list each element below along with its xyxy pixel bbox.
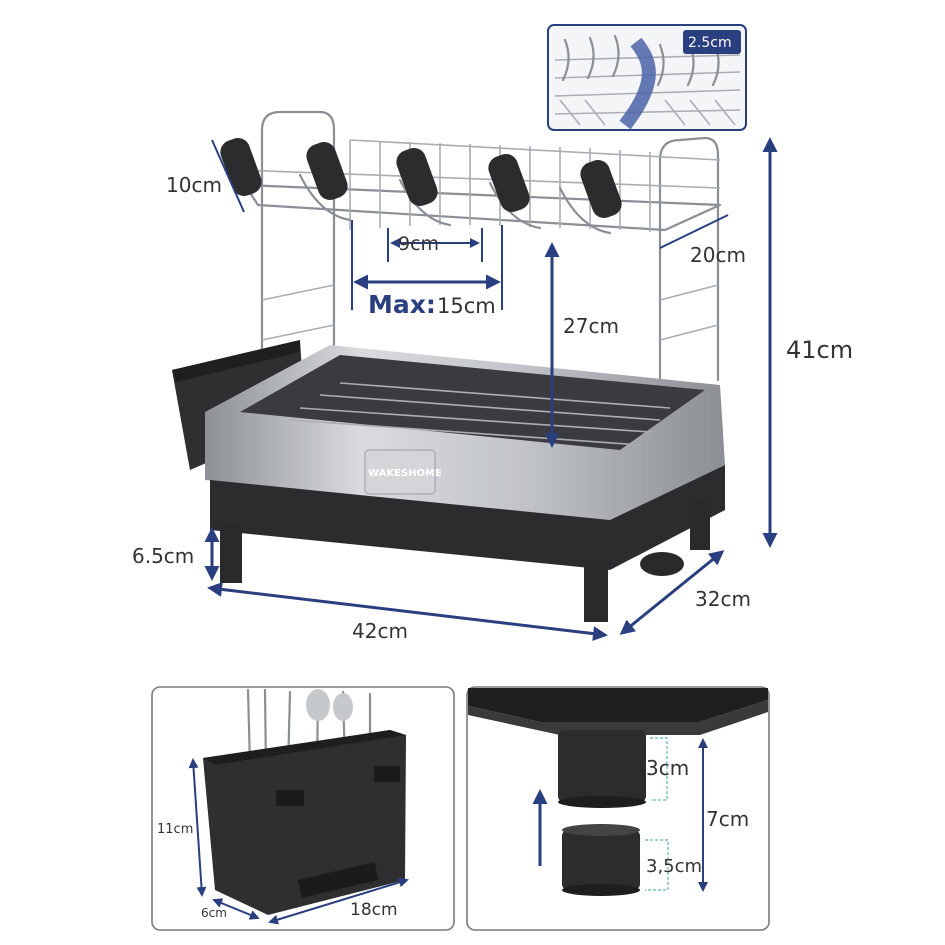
label-upper-depth-20cm: 20cm <box>690 243 746 267</box>
label-holder-height: 11cm <box>157 822 193 837</box>
label-handle-10cm: 10cm <box>166 173 222 197</box>
label-total-7cm: 7cm <box>706 807 749 831</box>
dimension-lines <box>204 137 778 642</box>
label-depth-32cm: 32cm <box>695 587 751 611</box>
label-max-15cm: 15cm <box>437 294 496 318</box>
dish-rack-main <box>172 110 725 622</box>
label-max-prefix: Max: <box>368 290 436 319</box>
foot-detail-panel <box>466 686 770 931</box>
label-height-41cm: 41cm <box>786 336 853 364</box>
label-holder-depth: 6cm <box>201 906 227 920</box>
label-slot-9cm: 9cm <box>398 233 439 255</box>
label-holder-width: 18cm <box>350 900 398 920</box>
brand-plate: WAKESHOME <box>368 468 442 479</box>
badge-text: 2.5cm <box>688 35 732 51</box>
label-clearance-27cm: 27cm <box>563 314 619 338</box>
badge-2-5cm <box>683 30 741 54</box>
utensil-holder-panel <box>151 686 455 931</box>
label-cap-3cm: 3cm <box>646 756 689 780</box>
wire-detail-inset <box>547 24 747 131</box>
label-insert-3-5cm: 3,5cm <box>646 856 702 877</box>
label-leg-6-5cm: 6.5cm <box>132 544 194 568</box>
label-width-42cm: 42cm <box>352 619 408 643</box>
